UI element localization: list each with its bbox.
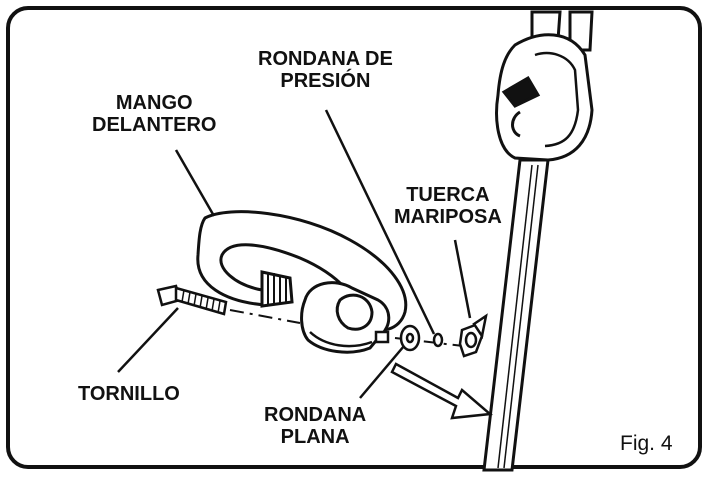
flat-washer	[399, 324, 421, 352]
upper-shaft	[530, 10, 594, 52]
label-tuerca-line1: TUERCA	[406, 184, 490, 206]
label-rondana-plana-line1: RONDANA	[264, 404, 367, 426]
figure-caption: Fig. 4	[620, 432, 673, 455]
label-mango-line1: MANGO	[115, 92, 193, 114]
figure-frame	[6, 6, 702, 469]
leader-lines	[117, 109, 472, 399]
bolt	[156, 284, 228, 316]
label-rondana-presion-line1: RONDANA DE	[258, 48, 393, 70]
trigger-housing	[495, 33, 594, 162]
wing-nut	[458, 313, 488, 358]
label-mango-line2: DELANTERO	[92, 114, 217, 136]
label-tornillo: TORNILLO	[78, 383, 180, 405]
label-tuerca-mariposa: TUERCA MARIPOSA	[394, 184, 502, 228]
label-rondana-plana-line2: PLANA	[280, 426, 350, 448]
lock-washer	[432, 332, 444, 348]
label-mango-delantero: MANGO DELANTERO	[92, 92, 216, 136]
direction-arrow	[390, 362, 494, 420]
label-tuerca-line2: MARIPOSA	[394, 206, 502, 228]
label-rondana-plana: RONDANA PLANA	[264, 404, 366, 448]
front-handle	[196, 210, 408, 354]
label-rondana-presion-line2: PRESIÓN	[280, 70, 371, 92]
label-tornillo-text: TORNILLO	[78, 383, 180, 405]
label-rondana-presion: RONDANA DE PRESIÓN	[258, 48, 393, 92]
